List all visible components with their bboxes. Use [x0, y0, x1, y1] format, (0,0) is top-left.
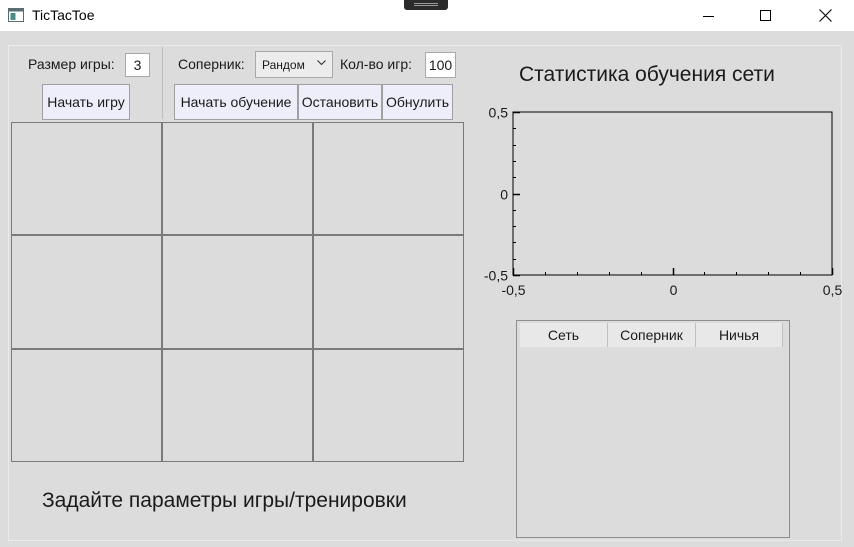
opponent-label: Соперник:	[178, 56, 245, 72]
stats-table-header: Сеть Соперник Ничья	[520, 323, 783, 347]
stop-button[interactable]: Остановить	[298, 84, 382, 120]
close-icon	[818, 9, 832, 22]
reset-button[interactable]: Обнулить	[382, 84, 453, 120]
column-header-opponent[interactable]: Соперник	[608, 323, 696, 347]
board-cell-6[interactable]	[314, 236, 463, 348]
column-header-draw[interactable]: Ничья	[696, 323, 783, 347]
training-chart: -0,5 0 0,5 -0,5 0 0,5	[484, 105, 843, 299]
x-tick-label: 0,5	[823, 282, 843, 298]
start-game-button[interactable]: Начать игру	[42, 84, 130, 120]
opponent-select-value: Рандом	[262, 57, 305, 72]
maximize-icon	[760, 9, 771, 21]
chart-title: Статистика обучения сети	[519, 63, 775, 86]
start-training-button[interactable]: Начать обучение	[174, 84, 298, 120]
client-area: Размер игры: Начать игру Соперник: Рандо…	[0, 31, 854, 547]
y-tick-label: -0,5	[484, 268, 508, 284]
toolbar-separator	[162, 47, 163, 119]
board-cell-3[interactable]	[314, 123, 463, 235]
stats-table[interactable]: Сеть Соперник Ничья	[516, 320, 790, 538]
board-cell-2[interactable]	[163, 123, 312, 235]
snap-handle[interactable]	[404, 0, 448, 10]
maximize-button[interactable]	[743, 0, 789, 31]
title-bar[interactable]: TicTacToe	[0, 0, 854, 31]
game-board	[11, 122, 464, 462]
content-frame	[8, 45, 842, 541]
board-cell-1[interactable]	[12, 123, 161, 235]
minimize-icon	[703, 15, 714, 17]
games-count-label: Кол-во игр:	[340, 56, 413, 72]
board-cell-8[interactable]	[163, 349, 312, 461]
app-icon	[8, 8, 24, 22]
board-cell-4[interactable]	[12, 236, 161, 348]
chevron-down-icon	[317, 60, 326, 66]
y-tick-label: 0,5	[489, 105, 509, 121]
x-tick-label: 0	[670, 282, 678, 298]
close-button[interactable]	[802, 0, 848, 31]
board-cell-9[interactable]	[314, 349, 463, 461]
board-cell-7[interactable]	[12, 349, 161, 461]
y-tick-label: 0	[500, 187, 508, 203]
column-header-network[interactable]: Сеть	[520, 323, 608, 347]
opponent-select[interactable]: Рандом	[255, 51, 333, 78]
x-tick-label: -0,5	[501, 282, 525, 298]
game-size-label: Размер игры:	[28, 56, 115, 72]
board-cell-5[interactable]	[163, 236, 312, 348]
plot-area	[512, 111, 833, 276]
window-title: TicTacToe	[32, 7, 95, 23]
status-message: Задайте параметры игры/тренировки	[42, 489, 407, 512]
minimize-button[interactable]	[686, 0, 732, 31]
games-count-input[interactable]	[425, 52, 456, 78]
game-size-input[interactable]	[125, 53, 150, 77]
